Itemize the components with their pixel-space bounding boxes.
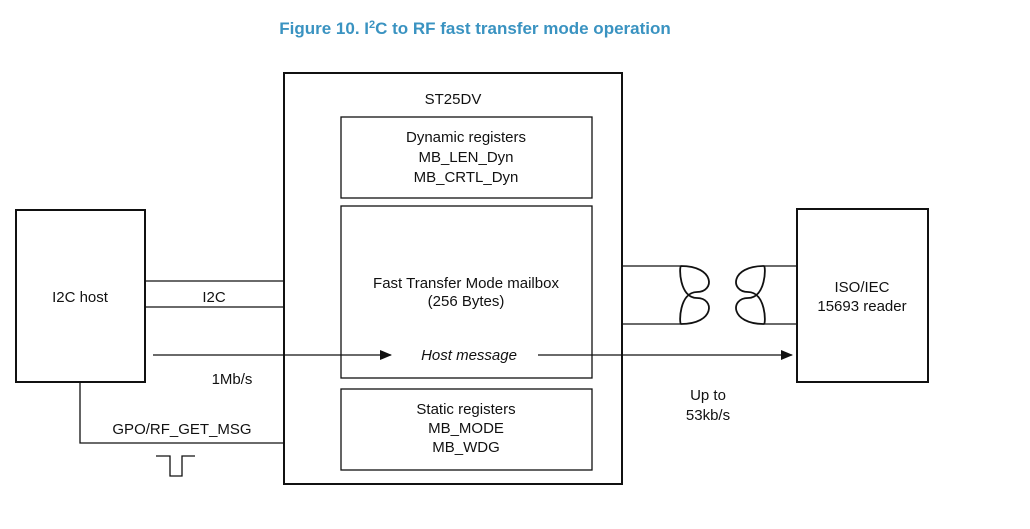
static-registers-title: Static registers <box>416 401 515 418</box>
gpo-line <box>79 382 284 444</box>
reader-antenna-coil-icon <box>735 265 766 325</box>
static-registers-block <box>340 388 593 471</box>
mb-crtl-dyn-label: MB_CRTL_Dyn <box>414 169 519 186</box>
figure-title: Figure 10. I2C to RF fast transfer mode … <box>279 19 671 38</box>
host-message-label: Host message <box>421 347 517 364</box>
st25dv-label: ST25DV <box>425 91 482 108</box>
reader-label-line1: ISO/IEC <box>834 279 889 296</box>
tag-antenna-coil-icon <box>679 265 710 325</box>
dynamic-registers-title: Dynamic registers <box>406 129 526 146</box>
mb-len-dyn-label: MB_LEN_Dyn <box>418 149 513 166</box>
rf-rate-label-line2: 53kb/s <box>686 407 730 424</box>
iso-reader-block <box>796 208 929 383</box>
mailbox-title: Fast Transfer Mode mailbox <box>373 275 559 292</box>
reader-label-line2: 15693 reader <box>817 298 906 315</box>
gpo-pulse-icon <box>156 455 195 477</box>
mb-wdg-label: MB_WDG <box>432 439 500 456</box>
i2c-rate-label: 1Mb/s <box>212 371 253 388</box>
rf-rate-label-line1: Up to <box>690 387 726 404</box>
i2c-host-block <box>15 209 146 383</box>
dynamic-registers-block <box>340 116 593 199</box>
mailbox-size: (256 Bytes) <box>428 293 505 310</box>
i2c-bus-label: I2C <box>202 289 226 306</box>
i2c-host-label: I2C host <box>52 289 109 306</box>
mailbox-block <box>340 205 593 379</box>
mb-mode-label: MB_MODE <box>428 420 504 437</box>
gpo-label: GPO/RF_GET_MSG <box>112 421 251 438</box>
